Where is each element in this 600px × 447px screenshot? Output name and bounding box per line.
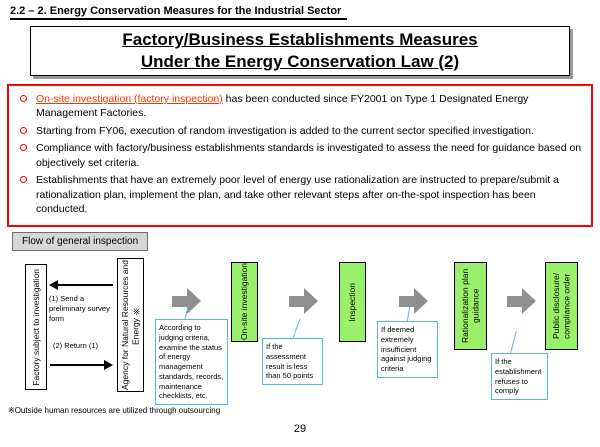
breadcrumb: 2.2 – 2. Energy Conservation Measures fo… <box>10 5 348 20</box>
circle-bullet-icon <box>20 126 27 134</box>
send-label: (1) Send a preliminary survey form <box>49 294 110 323</box>
bullet-text: Compliance with factory/business establi… <box>36 142 582 169</box>
return-label: (2) Return (1) <box>53 341 99 350</box>
step-public-disclosure: Public disclosure/ compliance order <box>545 262 578 350</box>
assessment-note-callout: If the assessment result is less than 50… <box>262 338 323 385</box>
circle-bullet-icon <box>20 95 27 102</box>
arrow-shaft <box>289 296 304 307</box>
insufficient-note-callout: If deemed extremely insufficient against… <box>377 321 438 378</box>
return-arrow-line <box>50 364 104 366</box>
step-label: Inspection <box>347 282 358 322</box>
refuses-note-callout: If the establishment refuses to comply <box>491 353 548 400</box>
title-box: Factory/Business Establishments Measures… <box>30 26 570 76</box>
flow-arrow-icon <box>399 288 429 314</box>
callout-tail <box>292 318 301 339</box>
circle-bullet-icon <box>20 144 27 152</box>
arrow-head <box>304 288 318 314</box>
send-arrow-left-icon <box>49 280 58 290</box>
bullet-item: Establishments that have an extremely po… <box>17 173 583 216</box>
page-number: 29 <box>293 423 307 435</box>
return-arrow-right-icon <box>104 360 113 370</box>
bullet-text: Establishments that have an extremely po… <box>36 174 559 216</box>
flow-arrow-icon <box>172 288 202 314</box>
factory-box-label: Factory subject to investigation <box>30 268 41 386</box>
flow-section-label: Flow of general inspection <box>12 232 149 251</box>
bullet-item: On-site investigation (factory inspectio… <box>17 92 583 121</box>
step-label: Public disclosure/ compliance order <box>550 272 572 340</box>
arrow-shaft <box>172 296 187 307</box>
page-title-line2: Under the Energy Conservation Law (2) <box>140 52 460 71</box>
arrow-shaft <box>399 296 414 307</box>
agency-box-label: Agency for Natural Resources and Energy … <box>119 260 141 390</box>
send-arrow-line <box>58 284 113 286</box>
step-label: Rationalization plan guidance <box>459 268 481 344</box>
arrow-head <box>522 288 536 314</box>
arrow-head <box>414 288 428 314</box>
bullet-text: Starting from FY06, execution of random … <box>36 124 534 137</box>
bullet-item: Compliance with factory/business establi… <box>17 141 583 170</box>
page-title-line1: Factory/Business Establishments Measures <box>122 29 478 49</box>
agency-note-callout: According to judging criteria, examine t… <box>155 319 228 405</box>
circle-bullet-icon <box>20 176 27 184</box>
bullet-highlight-link: On-site investigation (factory inspectio… <box>36 93 223 105</box>
step-onsite-investigation: On-site investigation <box>231 262 258 342</box>
step-label: On-site investigation <box>239 263 250 341</box>
arrow-head <box>187 288 201 314</box>
agency-box: Agency for Natural Resources and Energy … <box>117 258 144 392</box>
factory-box: Factory subject to investigation <box>25 264 47 390</box>
summary-panel: On-site investigation (factory inspectio… <box>7 84 593 227</box>
arrow-shaft <box>507 296 522 307</box>
bullet-text: has been conducted since FY2001 on Type … <box>36 93 529 120</box>
flow-arrow-icon <box>507 288 537 314</box>
bullet-item: Starting from FY06, execution of random … <box>17 124 583 138</box>
outsourcing-footnote: ※Outside human resources are utilized th… <box>8 406 221 415</box>
callout-tail <box>510 331 517 353</box>
step-rationalization-plan-guidance: Rationalization plan guidance <box>454 262 487 350</box>
flow-arrow-icon <box>289 288 319 314</box>
step-inspection: Inspection <box>339 262 366 342</box>
